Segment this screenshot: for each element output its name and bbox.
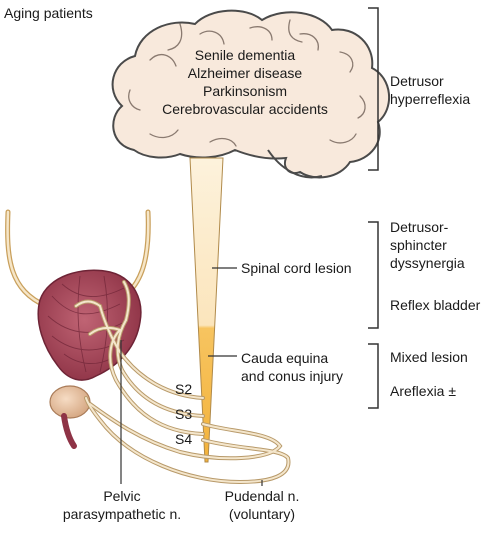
spinal-cord	[189, 157, 237, 463]
label-parasympathetic-n: parasympathetic n.	[62, 506, 182, 522]
outcome-hyperreflexia: hyperreflexia	[390, 91, 471, 107]
brain-condition-cva: Cerebrovascular accidents	[162, 101, 328, 117]
outcome-mixed-lesion: Mixed lesion	[390, 349, 468, 365]
prostate	[49, 385, 91, 419]
bladder-muscle-striations	[47, 275, 129, 373]
title-aging-patients: Aging patients	[4, 5, 93, 21]
bracket-cauda	[368, 343, 379, 409]
outcome-reflex-bladder: Reflex bladder	[390, 297, 481, 313]
label-conus-injury: and conus injury	[241, 368, 343, 384]
outcome-dyssynergia: dyssynergia	[390, 255, 465, 271]
brain-condition-parkinsonism: Parkinsonism	[202, 83, 288, 99]
brain-condition-senile-dementia: Senile dementia	[194, 47, 296, 63]
label-voluntary: (voluntary)	[228, 506, 296, 522]
urethra	[61, 413, 77, 449]
outcome-areflexia: Areflexia ±	[390, 383, 457, 399]
bladder-body	[37, 269, 142, 381]
root-s4: S4	[175, 431, 193, 447]
bracket-cord	[368, 221, 379, 329]
label-pelvic: Pelvic	[103, 488, 141, 504]
label-pudendal-n: Pudendal n.	[224, 488, 300, 504]
brackets	[368, 7, 379, 409]
label-cauda-equina: Cauda equina	[241, 350, 329, 366]
bladder	[37, 269, 142, 449]
brain-condition-alzheimer: Alzheimer disease	[187, 65, 303, 81]
outcome-detrusor: Detrusor	[390, 73, 444, 89]
bracket-brain	[368, 7, 379, 171]
nerves	[74, 280, 291, 485]
brain-gyri	[128, 19, 366, 147]
brain-stem	[267, 149, 323, 179]
label-spinal-cord-lesion: Spinal cord lesion	[241, 260, 352, 276]
outcome-sphincter: sphincter	[390, 237, 447, 253]
spinal-cord-body	[189, 157, 224, 463]
root-s2: S2	[175, 381, 193, 397]
outcome-detrusor-dash: Detrusor-	[390, 219, 449, 235]
root-s3: S3	[175, 406, 193, 422]
